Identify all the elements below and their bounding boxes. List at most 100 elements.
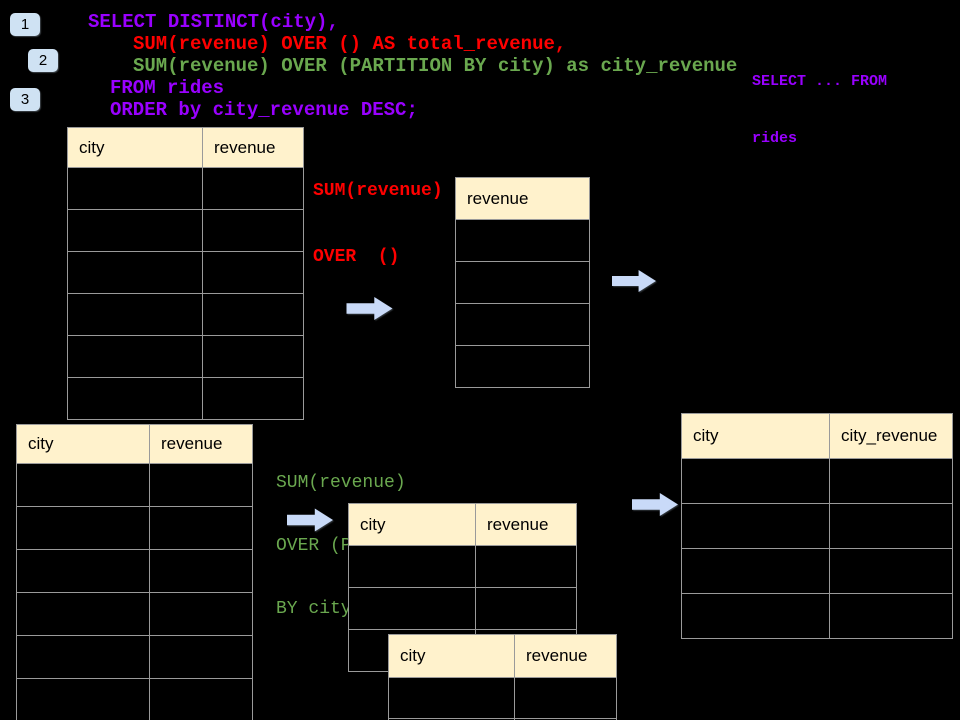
table-row <box>348 587 577 630</box>
column-header-revenue: revenue <box>475 503 577 546</box>
empty-cell <box>67 167 203 210</box>
header-row: city city_revenue <box>681 413 953 459</box>
empty-cell <box>681 503 830 549</box>
table-row <box>16 635 253 679</box>
empty-cell <box>16 678 150 720</box>
sql-line-sum-partition: SUM(revenue) OVER (PARTITION BY city) as… <box>133 55 738 77</box>
arrow-right-icon <box>612 270 656 292</box>
empty-cell <box>475 545 577 588</box>
table-source-top: city revenue <box>67 127 304 420</box>
column-header-revenue: revenue <box>455 177 590 220</box>
empty-cell <box>202 209 304 252</box>
empty-cell <box>455 261 590 304</box>
table-source-bottom: city revenue <box>16 424 253 720</box>
table-row <box>16 463 253 507</box>
table-row <box>455 303 590 346</box>
header-row: city revenue <box>67 127 304 168</box>
empty-cell <box>16 549 150 593</box>
column-header-city: city <box>388 634 515 678</box>
table-row <box>681 458 953 504</box>
empty-cell <box>149 549 253 593</box>
column-header-revenue: revenue <box>514 634 617 678</box>
empty-cell <box>681 593 830 639</box>
table-row <box>67 251 304 294</box>
empty-cell <box>681 458 830 504</box>
table-row <box>348 545 577 588</box>
empty-cell <box>149 463 253 507</box>
empty-cell <box>67 293 203 336</box>
empty-cell <box>67 209 203 252</box>
table-row <box>455 261 590 304</box>
column-header-city: city <box>348 503 476 546</box>
annotation-line: SUM(revenue) <box>276 473 406 493</box>
table-row <box>681 548 953 594</box>
column-header-revenue: revenue <box>149 424 253 464</box>
empty-cell <box>16 463 150 507</box>
table-row <box>388 718 617 720</box>
table-row <box>16 592 253 636</box>
step-badge-3: 3 <box>10 88 40 111</box>
table-final-result: city city_revenue <box>681 413 953 639</box>
table-row <box>67 377 304 420</box>
empty-cell <box>514 718 617 720</box>
sql-line-sum-total: SUM(revenue) OVER () AS total_revenue, <box>133 33 567 55</box>
table-row <box>67 293 304 336</box>
annotation-line: SELECT ... FROM <box>752 73 888 90</box>
empty-cell <box>455 345 590 388</box>
empty-cell <box>514 677 617 719</box>
table-row <box>16 506 253 550</box>
column-header-city-revenue: city_revenue <box>829 413 953 459</box>
table-row <box>681 593 953 639</box>
header-row: revenue <box>455 177 590 220</box>
empty-cell <box>67 335 203 378</box>
step-badge-2: 2 <box>28 49 58 72</box>
table-row <box>67 335 304 378</box>
header-row: city revenue <box>388 634 617 678</box>
empty-cell <box>455 219 590 262</box>
annotation-line: SUM(revenue) <box>313 181 443 201</box>
table-row <box>455 219 590 262</box>
empty-cell <box>829 548 953 594</box>
column-header-revenue: revenue <box>202 127 304 168</box>
table-row <box>67 209 304 252</box>
empty-cell <box>475 587 577 630</box>
annotation-sum-over-total: SUM(revenue) OVER () <box>313 136 443 312</box>
sql-line-order-by: ORDER by city_revenue DESC; <box>110 99 418 121</box>
empty-cell <box>67 251 203 294</box>
header-row: city revenue <box>16 424 253 464</box>
table-row <box>67 167 304 210</box>
empty-cell <box>348 587 476 630</box>
column-header-city: city <box>67 127 203 168</box>
sql-line-select: SELECT DISTINCT(city), <box>88 11 339 33</box>
empty-cell <box>16 506 150 550</box>
empty-cell <box>202 335 304 378</box>
column-header-city: city <box>681 413 830 459</box>
table-row <box>388 677 617 719</box>
annotation-select-from-rides: SELECT ... FROM rides <box>752 34 887 186</box>
empty-cell <box>16 592 150 636</box>
empty-cell <box>455 303 590 346</box>
table-partition-step-overlay: city revenue <box>388 634 617 720</box>
empty-cell <box>681 548 830 594</box>
table-total-revenue-result: revenue <box>455 177 590 388</box>
table-row <box>455 345 590 388</box>
column-header-city: city <box>16 424 150 464</box>
empty-cell <box>149 506 253 550</box>
empty-cell <box>829 593 953 639</box>
arrow-right-icon <box>632 492 678 517</box>
empty-cell <box>202 293 304 336</box>
empty-cell <box>348 545 476 588</box>
arrow-right-icon <box>346 297 393 320</box>
annotation-line: OVER () <box>313 247 400 267</box>
annotation-line: rides <box>752 130 798 147</box>
header-row: city revenue <box>348 503 577 546</box>
empty-cell <box>149 678 253 720</box>
empty-cell <box>149 635 253 679</box>
empty-cell <box>202 377 304 420</box>
step-badge-1: 1 <box>10 13 40 36</box>
empty-cell <box>16 635 150 679</box>
arrow-right-icon <box>287 507 333 533</box>
sql-line-from: FROM rides <box>110 77 225 99</box>
empty-cell <box>829 458 953 504</box>
